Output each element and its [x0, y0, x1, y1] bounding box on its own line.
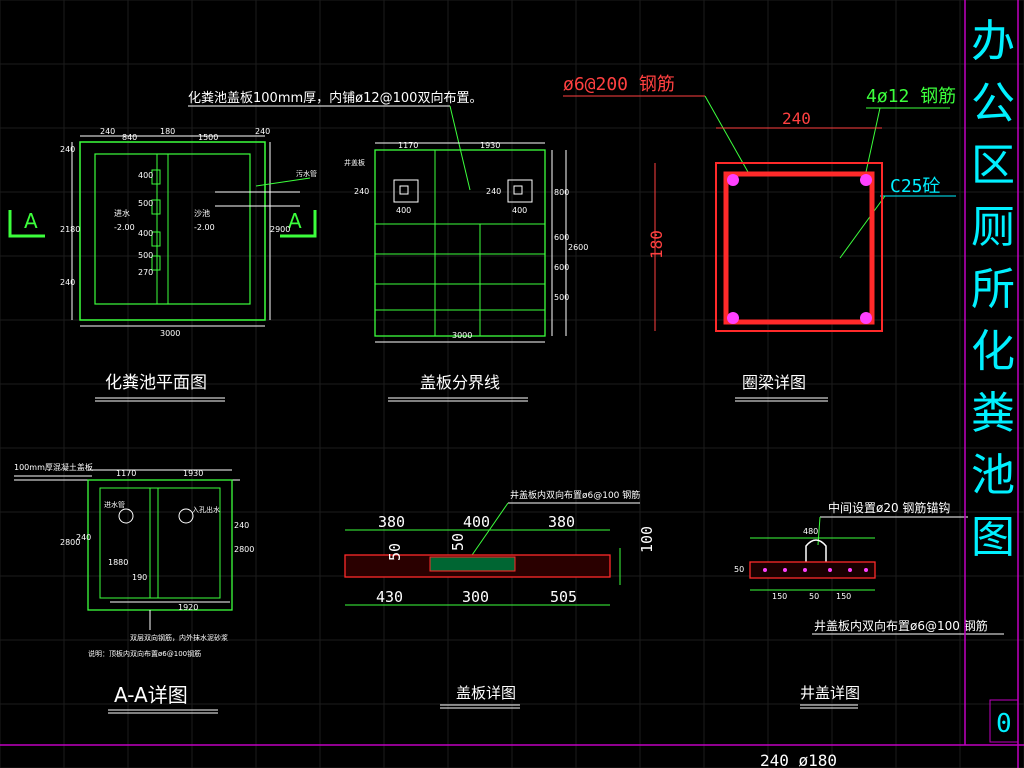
plan-chamber-right-name: 沙池: [194, 208, 210, 218]
cover-grid-hole-dim-2: 400: [396, 206, 411, 215]
cover-detail-note: 井盖板内双向布置ø6@100 钢筋: [510, 489, 640, 501]
plan-caption: 化粪池平面图: [105, 373, 207, 393]
plan-dim-top-2: 840: [122, 133, 137, 142]
section-aa-view: 100mm厚混凝土盖板 1170 1930 2800 240 240 2800 …: [14, 462, 254, 714]
title-char: 池: [971, 450, 1015, 501]
well-cover-note-bottom: 井盖板内双向布置ø6@100 钢筋: [814, 618, 988, 633]
section-mark-left: A: [24, 209, 38, 233]
title-char: 厕: [971, 202, 1015, 253]
cover-grid-dim-top-2: 1930: [480, 141, 500, 150]
cover-grid-dim-top-1: 1170: [398, 141, 418, 150]
plan-pipe-elev: 2900: [270, 225, 290, 234]
title-char: 区: [971, 140, 1015, 191]
cover-detail-caption: 盖板详图: [456, 684, 516, 702]
cover-grid-dim-right-3: 600: [554, 263, 569, 272]
cover-grid-hole-label: 井盖板: [344, 158, 365, 167]
section-aa-dim-inner-3: 1920: [178, 603, 198, 612]
plan-dim-mid-2: 500: [138, 199, 153, 208]
plan-dim-top-5: 240: [255, 127, 270, 136]
cover-grid-caption: 盖板分界线: [420, 373, 500, 392]
cover-grid-hole-dim-4: 240: [486, 187, 501, 196]
section-aa-dim-left-1: 2800: [60, 538, 80, 547]
cover-detail-dim-top-2: 400: [463, 513, 490, 531]
section-aa-dim-top-1: 1170: [116, 469, 136, 478]
ring-beam-stirrup-label: ø6@200 钢筋: [563, 74, 675, 95]
plan-dim-top-4: 1500: [198, 133, 218, 142]
ring-beam-view: ø6@200 钢筋 4ø12 钢筋 C25砼 240 180 圈梁详图: [563, 74, 956, 402]
cover-grid-dim-bottom: 3000: [452, 331, 472, 340]
cover-grid-dim-right-2: 600: [554, 233, 569, 242]
ring-beam-concrete-label: C25砼: [890, 176, 941, 197]
plan-chamber-left-elev: -2.00: [114, 223, 135, 232]
title-char: 粪: [971, 388, 1015, 439]
plan-pipe-label: 污水管: [296, 169, 317, 178]
ring-beam-height: 180: [647, 230, 666, 259]
cover-grid-dim-total: 2600: [568, 243, 588, 252]
cover-detail-dim-top-3: 380: [548, 513, 575, 531]
well-cover-dim-1: 480: [803, 527, 818, 536]
section-aa-dim-inner-2: 190: [132, 573, 147, 582]
section-aa-caption: A-A详图: [114, 683, 188, 707]
well-cover-dim-2: 150: [772, 592, 787, 601]
cover-detail-dim-bottom-3: 505: [550, 588, 577, 606]
well-cover-dim-4: 150: [836, 592, 851, 601]
plan-dim-top-3: 180: [160, 127, 175, 136]
section-aa-note-1: 双层双向钢筋，内外抹水泥砂浆: [130, 633, 228, 642]
plan-dim-left-1: 240: [60, 145, 75, 154]
cover-grid-dim-right-4: 500: [554, 293, 569, 302]
cover-grid-view: 化粪池盖板100mm厚，内铺ø12@100双向布置。 1170 1930 800…: [188, 90, 588, 402]
well-cover-caption: 井盖详图: [800, 684, 860, 702]
cover-grid-dim-right-1: 800: [554, 188, 569, 197]
cover-detail-dim-side-2: 50: [449, 533, 467, 551]
plan-chamber-right-elev: -2.00: [194, 223, 215, 232]
well-cover-note-top: 中间设置ø20 钢筋锚钩: [828, 500, 950, 515]
section-aa-inner-label-1: 进水管: [104, 500, 125, 509]
ring-beam-caption: 圈梁详图: [742, 373, 806, 392]
title-char: 所: [971, 264, 1015, 315]
section-aa-dim-left-2: 240: [76, 533, 91, 542]
section-aa-dim-top-2: 1930: [183, 469, 203, 478]
bottom-text: 240 ø180: [760, 751, 837, 768]
section-aa-inner-label-2: 入孔出水: [192, 505, 220, 514]
section-aa-top-note: 100mm厚混凝土盖板: [14, 462, 93, 472]
plan-dim-mid-5: 270: [138, 268, 153, 277]
title-char: 公: [971, 78, 1015, 129]
plan-dim-left-3: 240: [60, 278, 75, 287]
section-mark-right: A: [288, 209, 302, 233]
ring-beam-main-bar-label: 4ø12 钢筋: [866, 86, 956, 107]
plan-dim-mid-1: 400: [138, 171, 153, 180]
well-cover-dim-5: 50: [734, 565, 744, 574]
cover-grid-hole-dim-1: 240: [354, 187, 369, 196]
plan-chamber-left-name: 进水: [114, 208, 130, 218]
section-aa-note-2: 说明：顶板内双向布置ø6@100钢筋: [88, 649, 201, 658]
sheet-number: 0: [996, 709, 1012, 739]
cover-grid-note: 化粪池盖板100mm厚，内铺ø12@100双向布置。: [188, 90, 482, 106]
plan-view: A A 240 840 180 1500 240 3000 240 2180 2…: [8, 127, 317, 402]
section-aa-dim-inner-1: 1880: [108, 558, 128, 567]
cover-grid-hole-dim-3: 400: [512, 206, 527, 215]
cover-detail-dim-bottom-1: 430: [376, 588, 403, 606]
title-char: 化: [971, 326, 1015, 377]
cover-detail-dim-bottom-2: 300: [462, 588, 489, 606]
cover-detail-dim-side-1: 50: [386, 543, 404, 561]
plan-dim-bottom: 3000: [160, 329, 180, 338]
plan-dim-top-1: 240: [100, 127, 115, 136]
plan-dim-left-2: 2180: [60, 225, 80, 234]
section-aa-dim-right-1: 240: [234, 521, 249, 530]
plan-dim-mid-3: 400: [138, 229, 153, 238]
cover-detail-dim-side-3: 100: [638, 526, 656, 553]
well-cover-dim-3: 50: [809, 592, 819, 601]
title-char: 办: [971, 16, 1015, 67]
plan-dim-mid-4: 500: [138, 251, 153, 260]
ring-beam-width: 240: [782, 109, 811, 128]
section-aa-dim-right-2: 2800: [234, 545, 254, 554]
title-char: 图: [971, 512, 1015, 563]
well-cover-view: 中间设置ø20 钢筋锚钩 480 150 50 150 50 井盖板内双向布置ø…: [734, 500, 1004, 709]
cover-detail-view: 井盖板内双向布置ø6@100 钢筋 380 400 380 430 300 50…: [344, 489, 656, 709]
cover-detail-dim-top-1: 380: [378, 513, 405, 531]
